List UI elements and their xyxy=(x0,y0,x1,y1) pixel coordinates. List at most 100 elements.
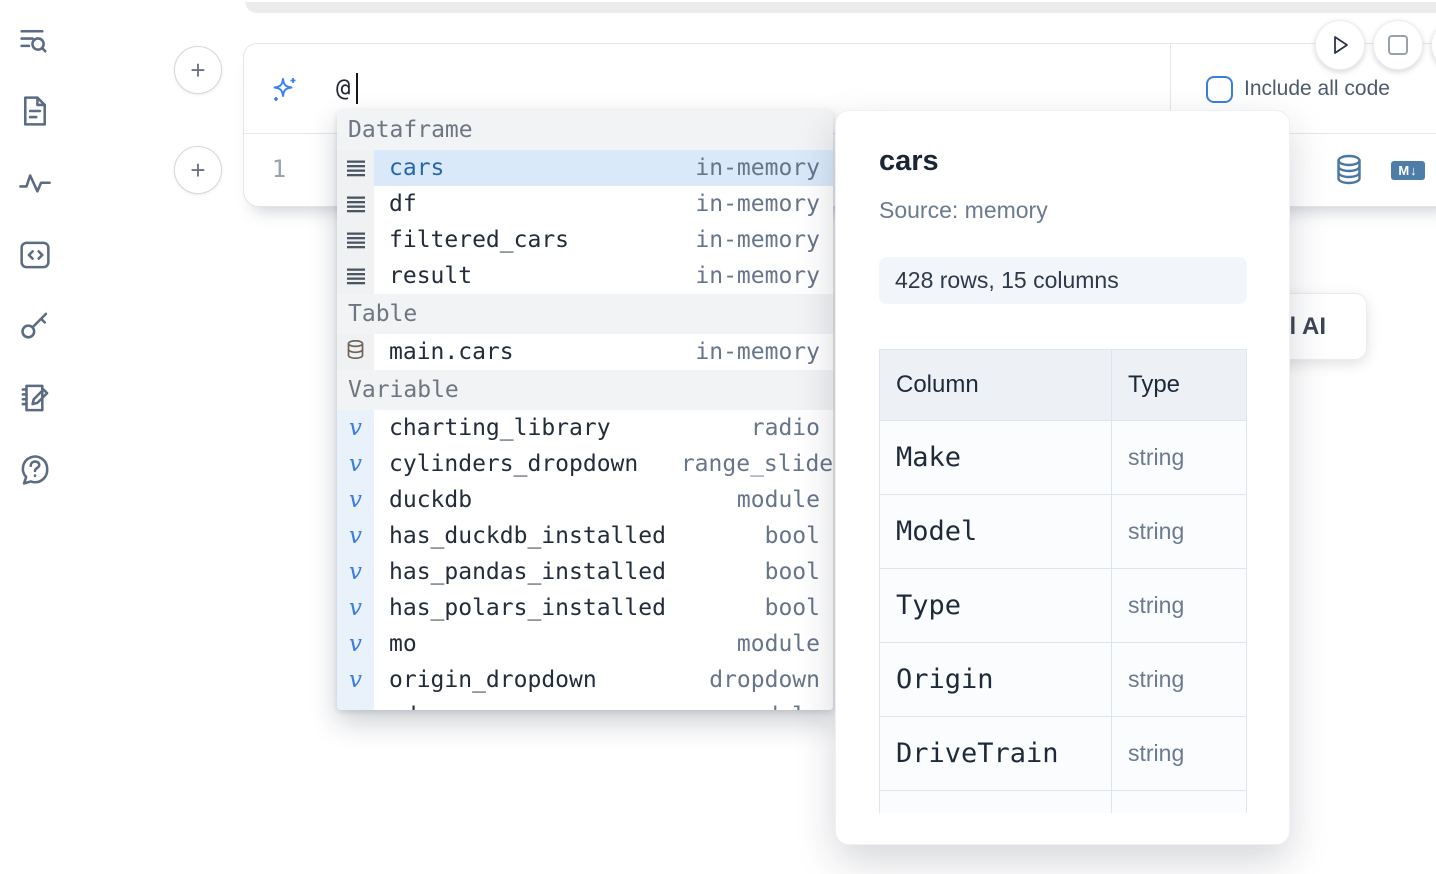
item-detail: in-memory xyxy=(695,227,820,253)
section-header-table: Table xyxy=(337,294,833,334)
preview-title: cars xyxy=(879,145,939,177)
autocomplete-item-result[interactable]: result in-memory xyxy=(337,258,833,294)
line-number: 1 xyxy=(271,155,287,183)
include-all-code-checkbox[interactable] xyxy=(1206,76,1233,103)
column-type: string xyxy=(1112,717,1247,791)
item-detail: radio xyxy=(750,415,820,441)
sparkle-ai-icon xyxy=(270,75,300,105)
item-name: origin_dropdown xyxy=(389,667,597,693)
column-name: DriveTrain xyxy=(879,717,1112,791)
help-chat-icon[interactable] xyxy=(18,453,52,487)
add-cell-above-button[interactable]: + xyxy=(174,46,222,94)
item-name: pd xyxy=(389,703,417,710)
item-detail: in-memory xyxy=(695,339,820,365)
item-name: result xyxy=(389,263,473,289)
schema-table: Column Type Make string Model string Typ… xyxy=(879,349,1247,813)
column-header: Column xyxy=(879,349,1112,421)
search-list-icon[interactable] xyxy=(18,24,52,58)
column-name: Origin xyxy=(879,643,1112,717)
autocomplete-item-has-duckdb-installed[interactable]: v has_duckdb_installed bool xyxy=(337,518,833,554)
variable-icon: v xyxy=(349,704,362,710)
item-detail: in-memory xyxy=(695,191,820,217)
schema-header-row: Column Type xyxy=(879,349,1247,421)
item-name: charting_library xyxy=(389,415,611,441)
shape-badge: 428 rows, 15 columns xyxy=(879,257,1247,304)
item-name: cylinders_dropdown xyxy=(389,451,639,477)
item-detail: in-memory xyxy=(695,155,820,181)
autocomplete-item-main-cars[interactable]: main.cars in-memory xyxy=(337,334,833,370)
code-editor-row[interactable]: 1 M↓ xyxy=(244,134,1436,206)
item-detail: bool xyxy=(764,559,820,585)
column-type: string xyxy=(1112,421,1247,495)
dataframe-icon xyxy=(346,160,365,177)
autocomplete-item-cars[interactable]: cars in-memory xyxy=(337,150,833,186)
table-row-clipped xyxy=(879,791,1247,813)
previous-cell-fragment xyxy=(245,0,1436,13)
activity-icon[interactable] xyxy=(18,167,52,201)
column-name: Model xyxy=(879,495,1112,569)
dataframe-icon xyxy=(346,232,365,249)
text-cursor xyxy=(356,73,358,104)
item-detail: in-memory xyxy=(695,263,820,289)
item-detail: module xyxy=(736,631,820,657)
autocomplete-item-has-polars-installed[interactable]: v has_polars_installed bool xyxy=(337,590,833,626)
table-row: Model string xyxy=(879,495,1247,569)
variable-icon: v xyxy=(349,414,362,441)
column-name: Type xyxy=(879,569,1112,643)
dataframe-icon xyxy=(346,268,365,285)
variable-icon: v xyxy=(349,522,362,549)
section-header-variable: Variable xyxy=(337,370,833,410)
autocomplete-item-charting-library[interactable]: v charting_library radio xyxy=(337,410,833,446)
document-icon[interactable] xyxy=(18,94,52,128)
variable-icon: v xyxy=(349,450,362,477)
item-name: has_pandas_installed xyxy=(389,559,666,585)
item-detail: bool xyxy=(764,595,820,621)
autocomplete-item-origin-dropdown[interactable]: v origin_dropdown dropdown xyxy=(337,662,833,698)
column-type: string xyxy=(1112,569,1247,643)
autocomplete-item-duckdb[interactable]: v duckdb module xyxy=(337,482,833,518)
item-name: duckdb xyxy=(389,487,473,513)
item-detail: module xyxy=(737,703,820,710)
item-name: main.cars xyxy=(389,339,514,365)
variable-icon: v xyxy=(349,486,362,513)
item-name: df xyxy=(389,191,417,217)
ai-prompt-input[interactable]: @ xyxy=(336,74,351,102)
key-icon[interactable] xyxy=(18,309,52,343)
autocomplete-item-pd[interactable]: v pd module xyxy=(337,698,833,710)
item-detail: module xyxy=(736,487,820,513)
prompt-divider xyxy=(1170,44,1171,133)
autocomplete-item-has-pandas-installed[interactable]: v has_pandas_installed bool xyxy=(337,554,833,590)
column-name: Make xyxy=(879,421,1112,495)
datasource-icon[interactable] xyxy=(1334,154,1364,186)
autocomplete-item-filtered-cars[interactable]: filtered_cars in-memory xyxy=(337,222,833,258)
markdown-icon[interactable]: M↓ xyxy=(1391,161,1425,180)
column-type xyxy=(1112,791,1247,813)
item-name: filtered_cars xyxy=(389,227,570,253)
item-detail: dropdown xyxy=(709,667,820,693)
dataframe-preview-panel: cars Source: memory 428 rows, 15 columns… xyxy=(835,110,1290,845)
item-name: has_duckdb_installed xyxy=(389,523,666,549)
autocomplete-item-df[interactable]: df in-memory xyxy=(337,186,833,222)
variable-icon: v xyxy=(349,666,362,693)
item-name: has_polars_installed xyxy=(389,595,666,621)
section-header-dataframe: Dataframe xyxy=(337,110,833,150)
column-name xyxy=(879,791,1112,813)
autocomplete-popup: Dataframe cars in-memory df in-memory filt… xyxy=(337,110,833,710)
code-block-icon[interactable] xyxy=(18,238,52,272)
preview-source: Source: memory xyxy=(879,197,1048,223)
run-cell-button[interactable] xyxy=(1315,20,1365,70)
variable-icon: v xyxy=(349,558,362,585)
variable-icon: v xyxy=(349,630,362,657)
stop-button[interactable] xyxy=(1373,20,1423,70)
table-row: Origin string xyxy=(879,643,1247,717)
item-detail: bool xyxy=(764,523,820,549)
dataframe-icon xyxy=(346,196,365,213)
item-name: cars xyxy=(389,155,445,181)
scratchpad-icon[interactable] xyxy=(18,381,52,415)
include-all-code-label[interactable]: Include all code xyxy=(1244,77,1390,100)
add-cell-below-button[interactable]: + xyxy=(174,146,222,194)
variable-icon: v xyxy=(349,594,362,621)
